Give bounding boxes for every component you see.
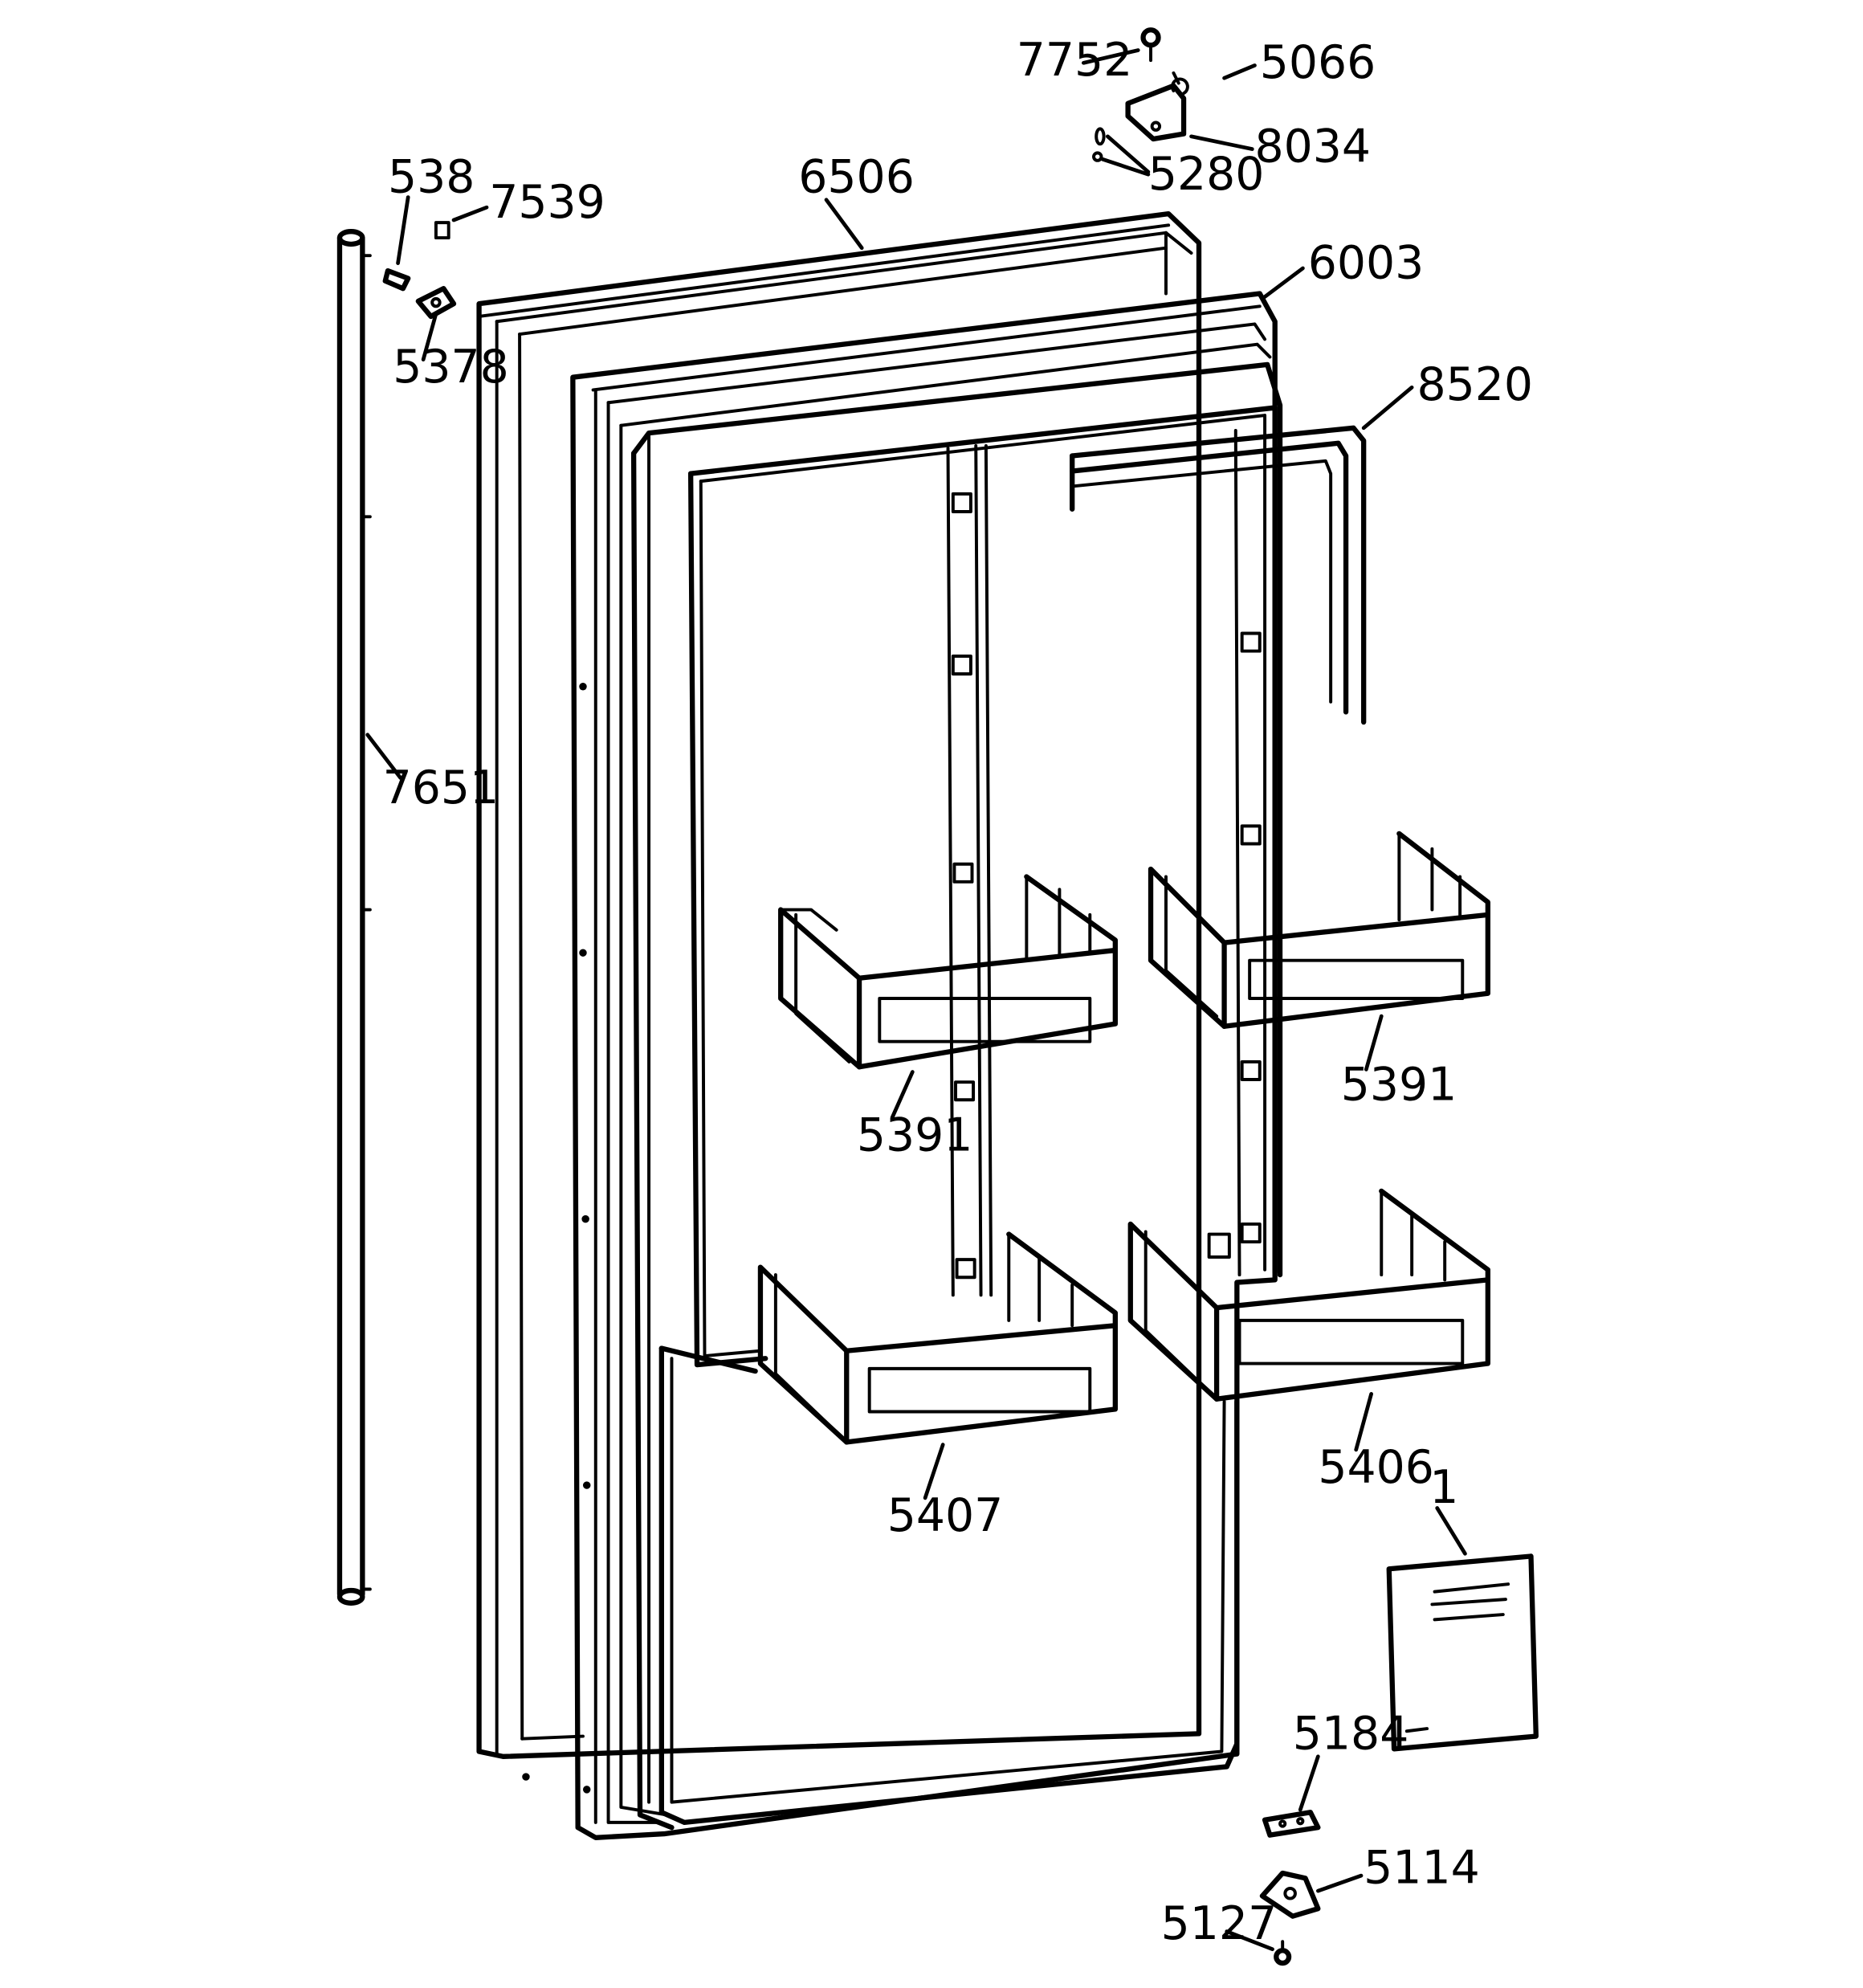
callout-6003: 6003 [1308,237,1425,290]
handle-rod [336,229,372,1606]
callout-5378: 5378 [393,341,509,394]
door-assembly [476,210,1283,1840]
screw-7752 [1140,27,1161,63]
door-bin-upper-right [1148,831,1490,1029]
callout-7752: 7752 [1017,34,1133,87]
manual-booklet [1386,1553,1539,1752]
callout-5406: 5406 [1318,1441,1434,1494]
callout-538: 538 [388,150,475,203]
door-bin-lower-left [757,1231,1118,1445]
outer-door-panel [476,210,1202,1781]
callout-5066: 5066 [1260,36,1376,89]
handle-bracket-5378 [415,286,457,320]
callout-labels: 7752 5066 8034 5280 538 7539 6506 6003 5… [383,34,1533,1950]
leader-lines [365,48,1467,1952]
callout-5184: 5184 [1293,1707,1409,1760]
callout-1: 1 [1429,1461,1458,1514]
callout-5407: 5407 [887,1489,1004,1542]
callout-7651: 7651 [383,761,499,814]
door-liner [570,291,1278,1840]
hinge-bracket-8034 [1125,71,1187,142]
callout-5127: 5127 [1161,1897,1278,1950]
bottom-hinge-5114 [1259,1870,1321,1919]
callout-5280: 5280 [1148,148,1265,201]
screw-5127 [1274,1940,1292,1966]
door-bin-lower-right [1127,1188,1490,1402]
center-rail [946,429,1262,1297]
spring-7539 [434,221,450,240]
callout-5391-left: 5391 [857,1108,973,1161]
plate-5184 [1262,1810,1321,1838]
callout-6506: 6506 [798,150,915,203]
callout-5114: 5114 [1364,1842,1480,1895]
shim-5280 [1092,127,1106,162]
gasket-strip [1070,425,1367,725]
door-bin-upper-left [778,874,1118,1070]
callout-8520: 8520 [1417,358,1533,411]
callout-7539: 7539 [489,176,605,229]
screw-538 [382,267,411,292]
callout-8034: 8034 [1254,120,1371,173]
callout-5391-right: 5391 [1341,1058,1457,1111]
inner-gasket [630,361,1283,1831]
